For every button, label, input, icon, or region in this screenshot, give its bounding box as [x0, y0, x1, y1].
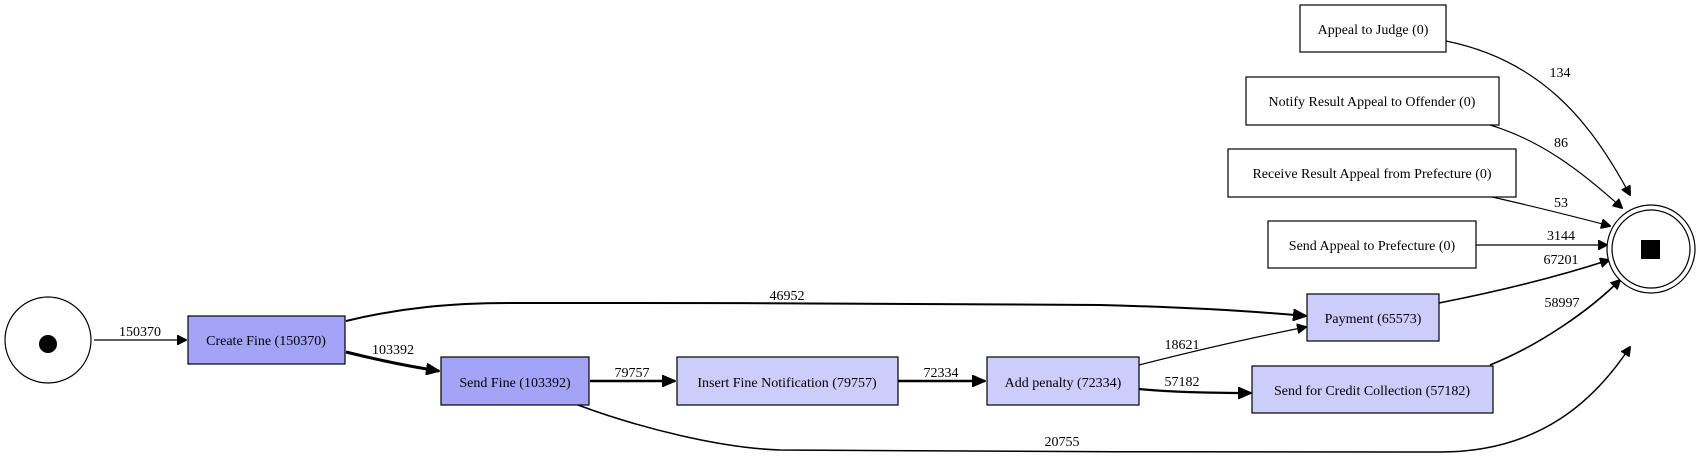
node-send-fine: Send Fine (103392): [440, 356, 590, 406]
edge-appeal-to-judge-to-end: [1445, 40, 1630, 195]
node-receive-result-appeal: Receive Result Appeal from Prefecture (0…: [1227, 148, 1517, 198]
node-label: Send Fine (103392): [459, 376, 571, 391]
edge-label-credit-collection-to-end: 58997: [1545, 296, 1580, 311]
node-appeal-to-judge: Appeal to Judge (0): [1299, 4, 1447, 53]
edge-label-start-to-create-fine: 150370: [119, 325, 161, 340]
node-label: Insert Fine Notification (79757): [697, 376, 877, 391]
edge-label-send-appeal-to-end: 3144: [1547, 229, 1575, 244]
node-payment: Payment (65573): [1306, 293, 1440, 342]
filled-circle-icon: [39, 335, 57, 353]
edge-send-fine-to-end: [577, 347, 1630, 453]
node-send-for-credit-collection: Send for Credit Collection (57182): [1251, 365, 1494, 414]
edge-label-receive-result-to-end: 53: [1554, 196, 1568, 211]
node-label: Notify Result Appeal to Offender (0): [1269, 95, 1476, 110]
end-node: [1606, 204, 1696, 294]
node-label: Create Fine (150370): [206, 334, 326, 349]
node-label: Send for Credit Collection (57182): [1274, 384, 1470, 399]
edges: 150370 103392 46952 79757 72334 18621 57…: [94, 40, 1630, 453]
edge-label-payment-to-end: 67201: [1544, 253, 1579, 268]
node-label: Appeal to Judge (0): [1318, 23, 1429, 38]
edge-label-create-fine-to-send-fine: 103392: [372, 343, 414, 358]
edge-label-send-fine-to-insert-notification: 79757: [615, 366, 650, 381]
node-insert-fine-notification: Insert Fine Notification (79757): [676, 356, 899, 406]
edge-label-add-penalty-to-payment: 18621: [1165, 338, 1200, 353]
edge-receive-result-to-end: [1487, 195, 1610, 226]
node-add-penalty: Add penalty (72334): [986, 356, 1140, 406]
start-node: [4, 296, 92, 384]
node-label: Payment (65573): [1325, 312, 1422, 327]
node-label: Receive Result Appeal from Prefecture (0…: [1252, 167, 1491, 182]
edge-label-insert-notification-to-add-penalty: 72334: [924, 366, 959, 381]
edge-add-penalty-to-credit-collection: [1138, 389, 1251, 393]
filled-square-icon: [1641, 240, 1660, 259]
node-label: Add penalty (72334): [1005, 376, 1122, 391]
edge-label-notify-result-to-end: 86: [1554, 136, 1568, 151]
node-create-fine: Create Fine (150370): [187, 315, 346, 365]
edge-label-appeal-to-judge-to-end: 134: [1550, 66, 1571, 81]
edge-credit-collection-to-end: [1489, 280, 1620, 366]
node-notify-result-appeal: Notify Result Appeal to Offender (0): [1245, 76, 1500, 126]
edge-label-create-fine-to-payment: 46952: [770, 289, 805, 304]
edge-label-send-fine-to-end: 20755: [1045, 435, 1080, 450]
node-send-appeal-to-prefecture: Send Appeal to Prefecture (0): [1267, 220, 1477, 269]
edge-notify-result-to-end: [1489, 124, 1622, 208]
edge-payment-to-end: [1438, 260, 1609, 304]
edge-add-penalty-to-payment: [1138, 327, 1306, 366]
edge-label-add-penalty-to-credit-collection: 57182: [1165, 375, 1200, 390]
edge-create-fine-to-send-fine: [345, 350, 439, 371]
node-label: Send Appeal to Prefecture (0): [1289, 239, 1456, 254]
edge-create-fine-to-payment: [345, 301, 1306, 322]
